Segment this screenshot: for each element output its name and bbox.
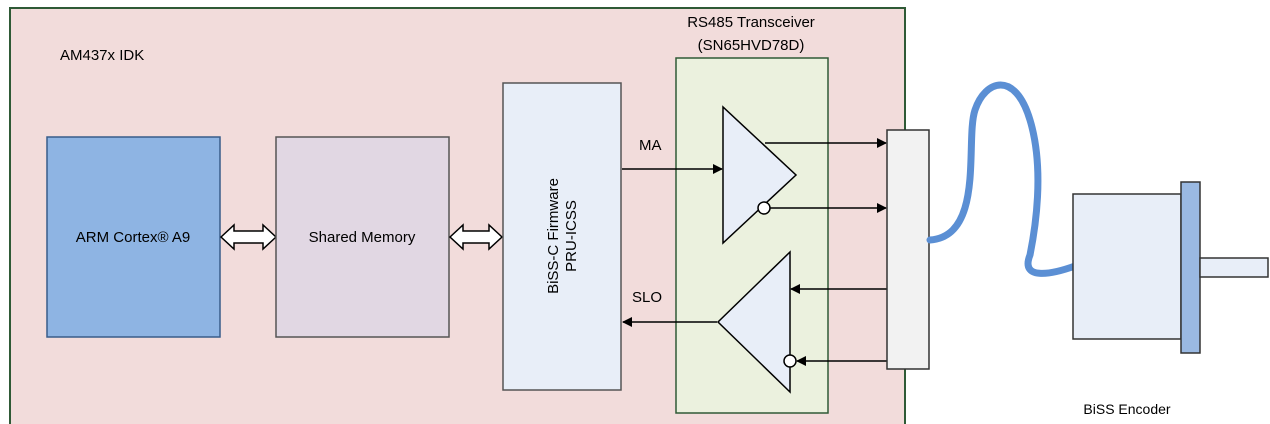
ma-signal-label: MA [639,137,662,154]
transceiver-block [675,57,829,414]
slo-signal-label: SLO [632,289,662,306]
firmware-label-line2: PRU-ICSS [563,200,580,272]
encoder-flange [1180,181,1201,354]
encoder-shaft [1199,257,1269,278]
encoder-cable [926,81,1079,277]
transceiver-title-line2: (SN65HVD78D) [698,37,805,54]
cpu-block [46,136,221,338]
shared-memory-block [275,136,450,338]
memory-firmware-double-arrow [448,223,504,251]
cpu-label: ARM Cortex® A9 [76,229,190,246]
encoder-body [1072,193,1182,340]
board-label: AM437x IDK [60,47,144,64]
memory-label: Shared Memory [309,229,416,246]
driver-inverted-output-bubble [757,201,771,215]
receiver-triangle [716,250,791,394]
firmware-block [502,82,622,391]
receiver-inverted-input-bubble [783,354,797,368]
firmware-label-line1: BiSS-C Firmware [545,178,562,294]
transceiver-title-line1: RS485 Transceiver [687,14,815,31]
connector-block [886,129,930,370]
encoder-label: BiSS Encoder [1083,401,1170,417]
